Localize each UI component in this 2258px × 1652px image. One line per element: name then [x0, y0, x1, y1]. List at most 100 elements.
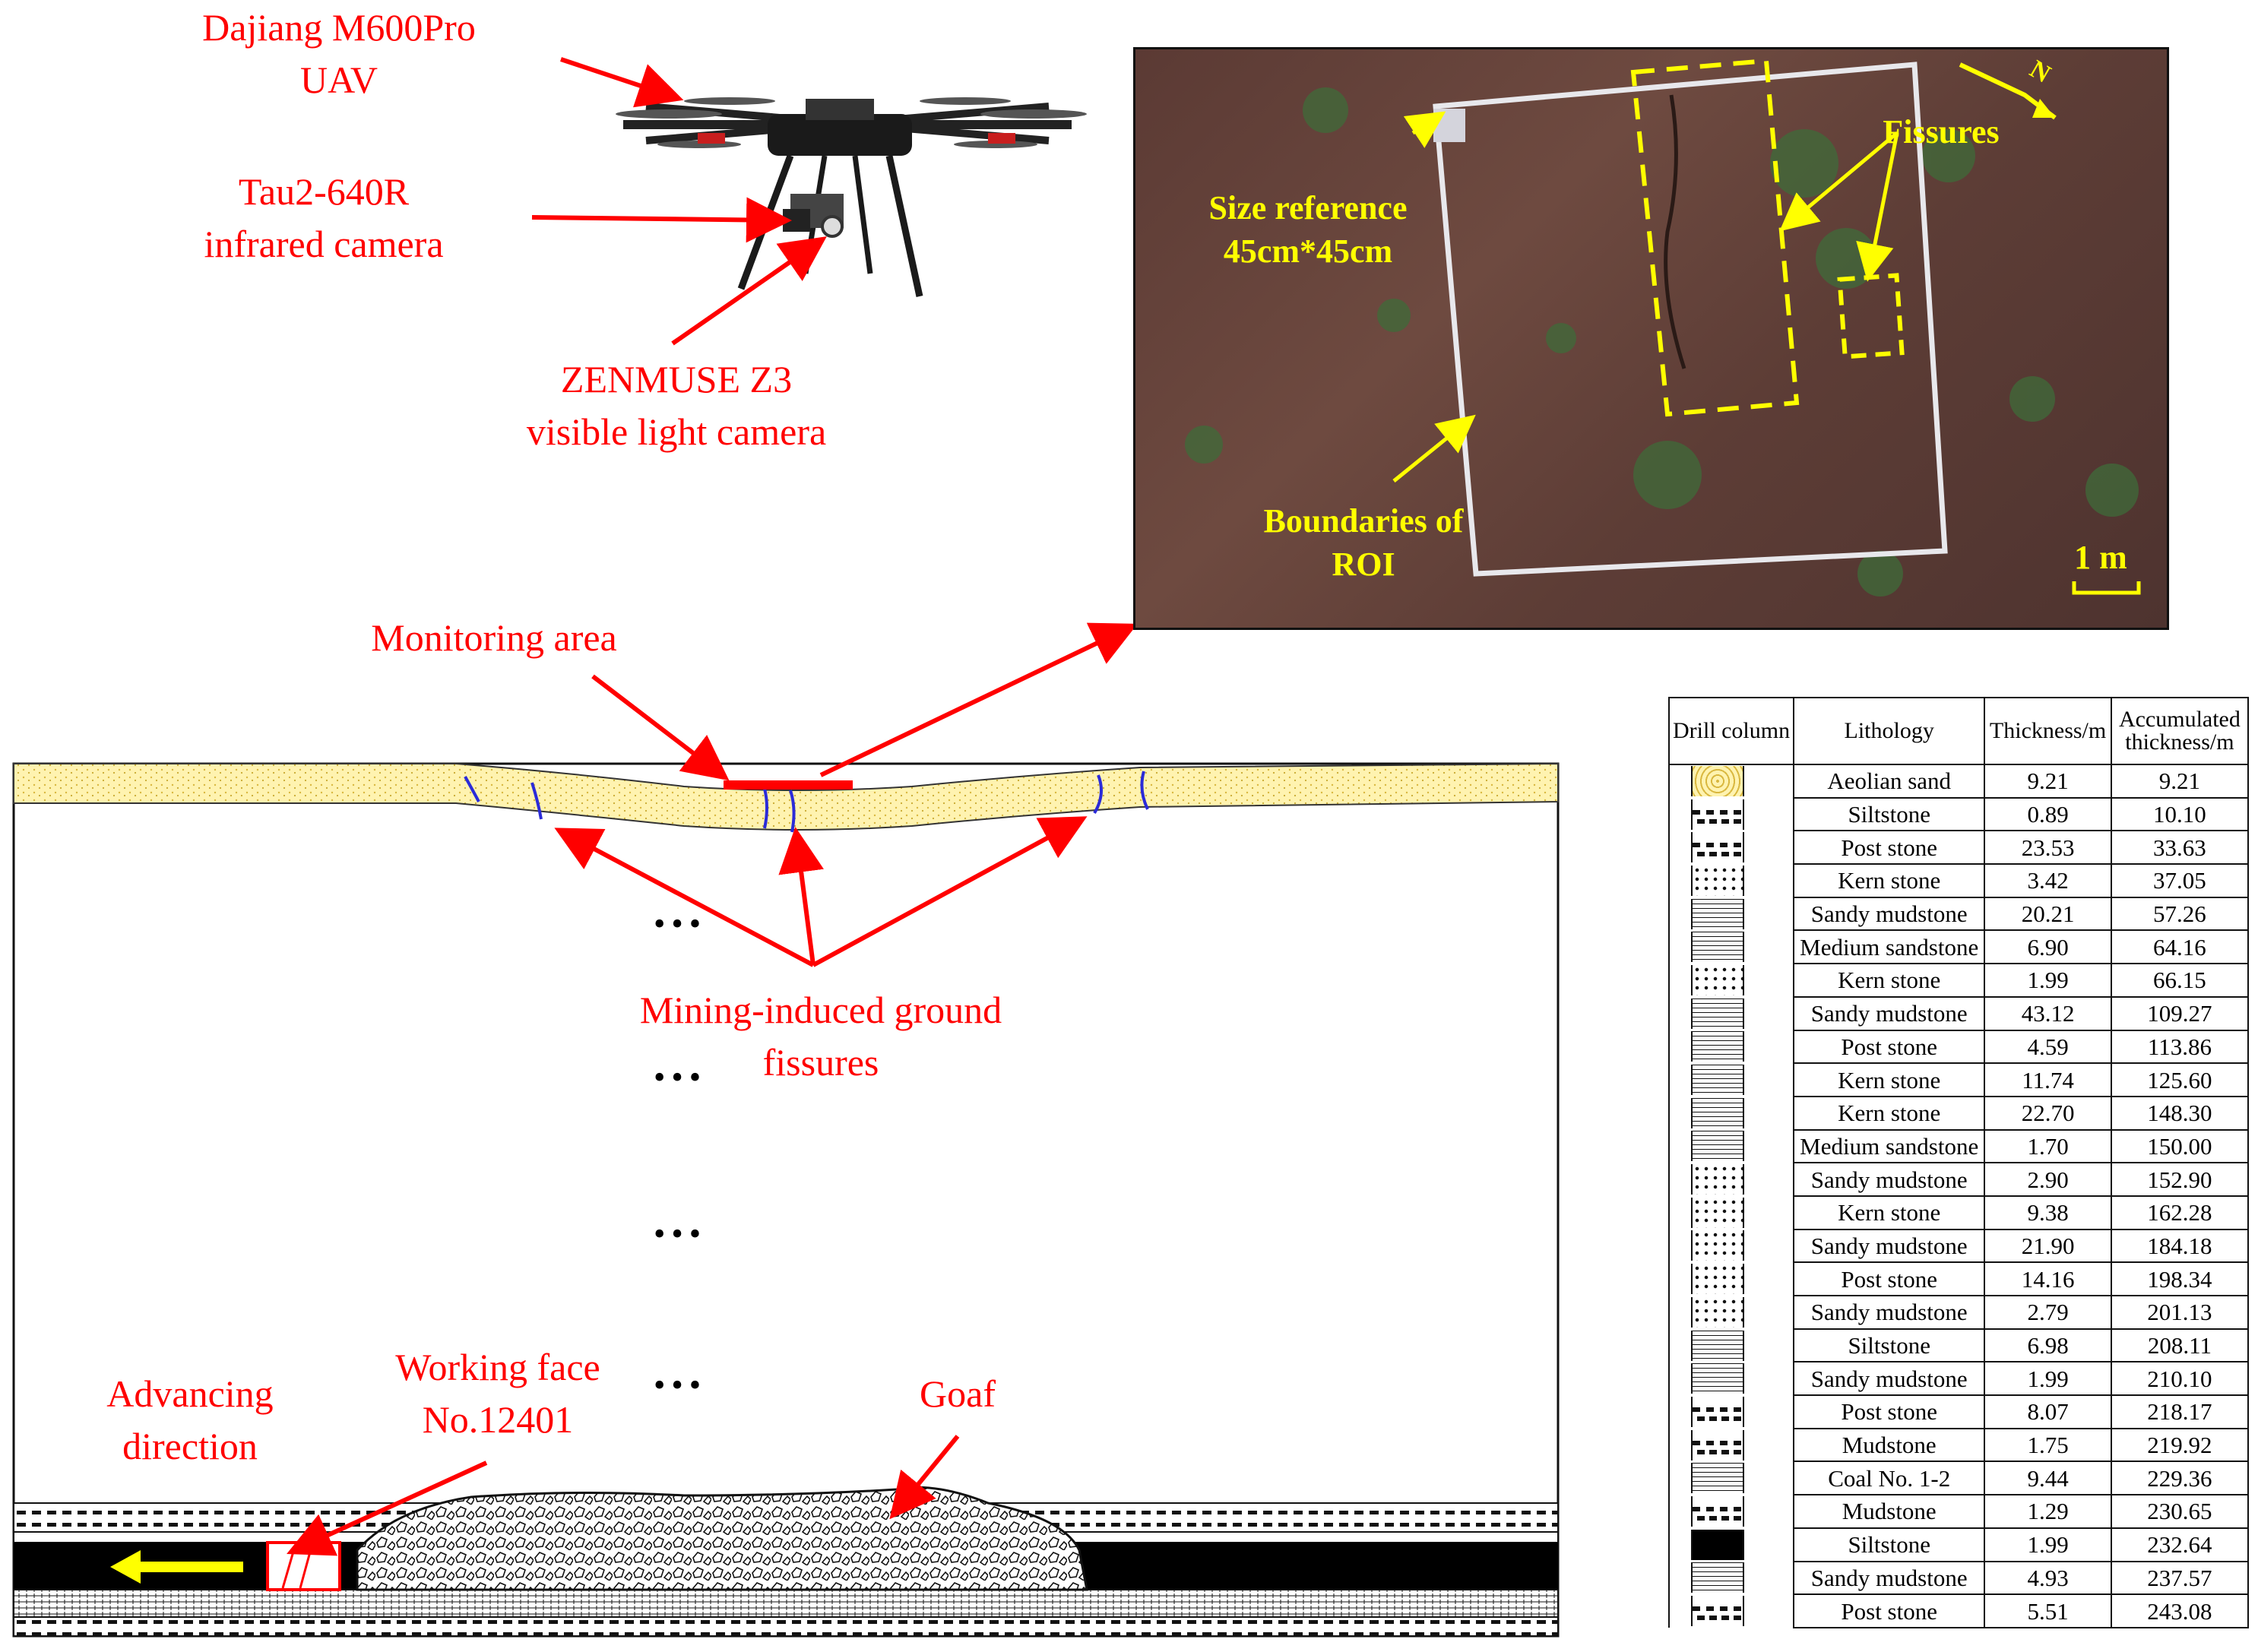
thickness-cell: 14.16 — [1984, 1261, 2112, 1296]
drill-column-swatch — [1691, 1097, 1744, 1128]
accumulated-cell: 210.10 — [2110, 1361, 2250, 1397]
accumulated-cell: 218.17 — [2110, 1394, 2250, 1429]
header-accumulated: Accumulated thickness/m — [2110, 697, 2250, 765]
goaf-arrow — [889, 1435, 960, 1520]
lithology-cell: Coal No. 1-2 — [1793, 1461, 1986, 1496]
lithology-cell: Kern stone — [1793, 1062, 1986, 1097]
drill-column-swatch — [1691, 1330, 1744, 1361]
drill-column-swatch — [1691, 898, 1744, 929]
uav-drone-icon — [616, 97, 1087, 297]
thickness-cell: 1.70 — [1984, 1128, 2112, 1164]
thickness-cell: 3.42 — [1984, 863, 2112, 898]
thickness-cell: 11.74 — [1984, 1062, 2112, 1097]
goaf-label: Goaf — [920, 1372, 996, 1415]
thickness-cell: 4.59 — [1984, 1029, 2112, 1065]
accumulated-cell: 208.11 — [2110, 1328, 2250, 1363]
header-drill-column: Drill column — [1667, 697, 1795, 765]
uav-arrow — [560, 57, 684, 108]
drill-column-cell — [1667, 831, 1795, 865]
drill-column-swatch — [1691, 1065, 1744, 1096]
drill-column-cell — [1667, 1561, 1795, 1595]
drill-column-swatch — [1691, 1529, 1744, 1560]
fissure-line — [464, 776, 480, 802]
drill-column-cell — [1667, 1296, 1795, 1329]
drill-column-swatch — [1691, 865, 1744, 896]
lithology-cell: Sandy mudstone — [1793, 896, 1986, 932]
header-thickness: Thickness/m — [1984, 697, 2112, 765]
thickness-cell: 21.90 — [1984, 1228, 2112, 1264]
scale-bar — [2072, 581, 2141, 595]
thickness-cell: 20.21 — [1984, 896, 2112, 932]
accumulated-cell: 162.28 — [2110, 1195, 2250, 1230]
lithology-cell: Sandy mudstone — [1793, 1560, 1986, 1596]
drill-column-swatch — [1691, 1495, 1744, 1527]
fissure-arrow — [778, 827, 824, 966]
drill-column-swatch — [1691, 832, 1744, 863]
drill-column-cell — [1667, 930, 1795, 964]
drill-column-swatch — [1691, 1230, 1744, 1261]
accumulated-cell: 230.65 — [2110, 1494, 2250, 1529]
thickness-cell: 2.90 — [1984, 1162, 2112, 1197]
accumulated-cell: 184.18 — [2110, 1228, 2250, 1264]
accumulated-cell: 57.26 — [2110, 896, 2250, 932]
monitoring-area-arrow — [591, 674, 730, 781]
thickness-cell: 1.99 — [1984, 1361, 2112, 1397]
drill-column-cell — [1667, 897, 1795, 931]
drill-column-cell — [1667, 1229, 1795, 1263]
thickness-cell: 9.38 — [1984, 1195, 2112, 1230]
drill-column-swatch — [1691, 1429, 1744, 1461]
accumulated-cell: 66.15 — [2110, 963, 2250, 998]
ellipsis-4: ••• — [654, 1366, 708, 1404]
accumulated-cell: 232.64 — [2110, 1527, 2250, 1562]
drill-column-swatch — [1691, 1596, 1744, 1627]
drill-column-swatch — [1691, 1463, 1744, 1494]
accumulated-cell: 150.00 — [2110, 1128, 2250, 1164]
drill-column-swatch — [1691, 799, 1744, 830]
fissure-box-large — [1630, 58, 1800, 417]
thickness-cell: 6.90 — [1984, 929, 2112, 965]
lithology-cell: Kern stone — [1793, 1095, 1986, 1131]
lithology-cell: Post stone — [1793, 1029, 1986, 1065]
lithology-cell: Mudstone — [1793, 1494, 1986, 1529]
photo-fissures-label: Fissures — [1883, 113, 2000, 150]
lithology-cell: Sandy mudstone — [1793, 1295, 1986, 1330]
ellipsis-2: ••• — [654, 1059, 708, 1096]
drill-column-cell — [1667, 797, 1795, 831]
drill-column-cell — [1667, 1527, 1795, 1562]
accumulated-cell: 113.86 — [2110, 1029, 2250, 1065]
goaf-rubble — [356, 1486, 1088, 1591]
thickness-cell: 5.51 — [1984, 1593, 2112, 1628]
lithology-cell: Siltstone — [1793, 1328, 1986, 1363]
drill-column-swatch — [1691, 1363, 1744, 1394]
lithology-cell: Medium sandstone — [1793, 929, 1986, 965]
drill-column-swatch — [1691, 766, 1744, 797]
drill-column-swatch — [1691, 1197, 1744, 1228]
geologic-cross-section — [12, 762, 1560, 1638]
lithology-cell: Post stone — [1793, 1261, 1986, 1296]
lithology-cell: Post stone — [1793, 1394, 1986, 1429]
drill-column-cell — [1667, 1195, 1795, 1230]
fissure-line — [1093, 771, 1149, 815]
monitoring-area-bar — [724, 780, 853, 790]
thickness-cell: 9.21 — [1984, 764, 2112, 799]
ellipsis-1: ••• — [654, 905, 708, 942]
drill-column-cell — [1667, 1495, 1795, 1528]
lithology-cell: Kern stone — [1793, 863, 1986, 898]
